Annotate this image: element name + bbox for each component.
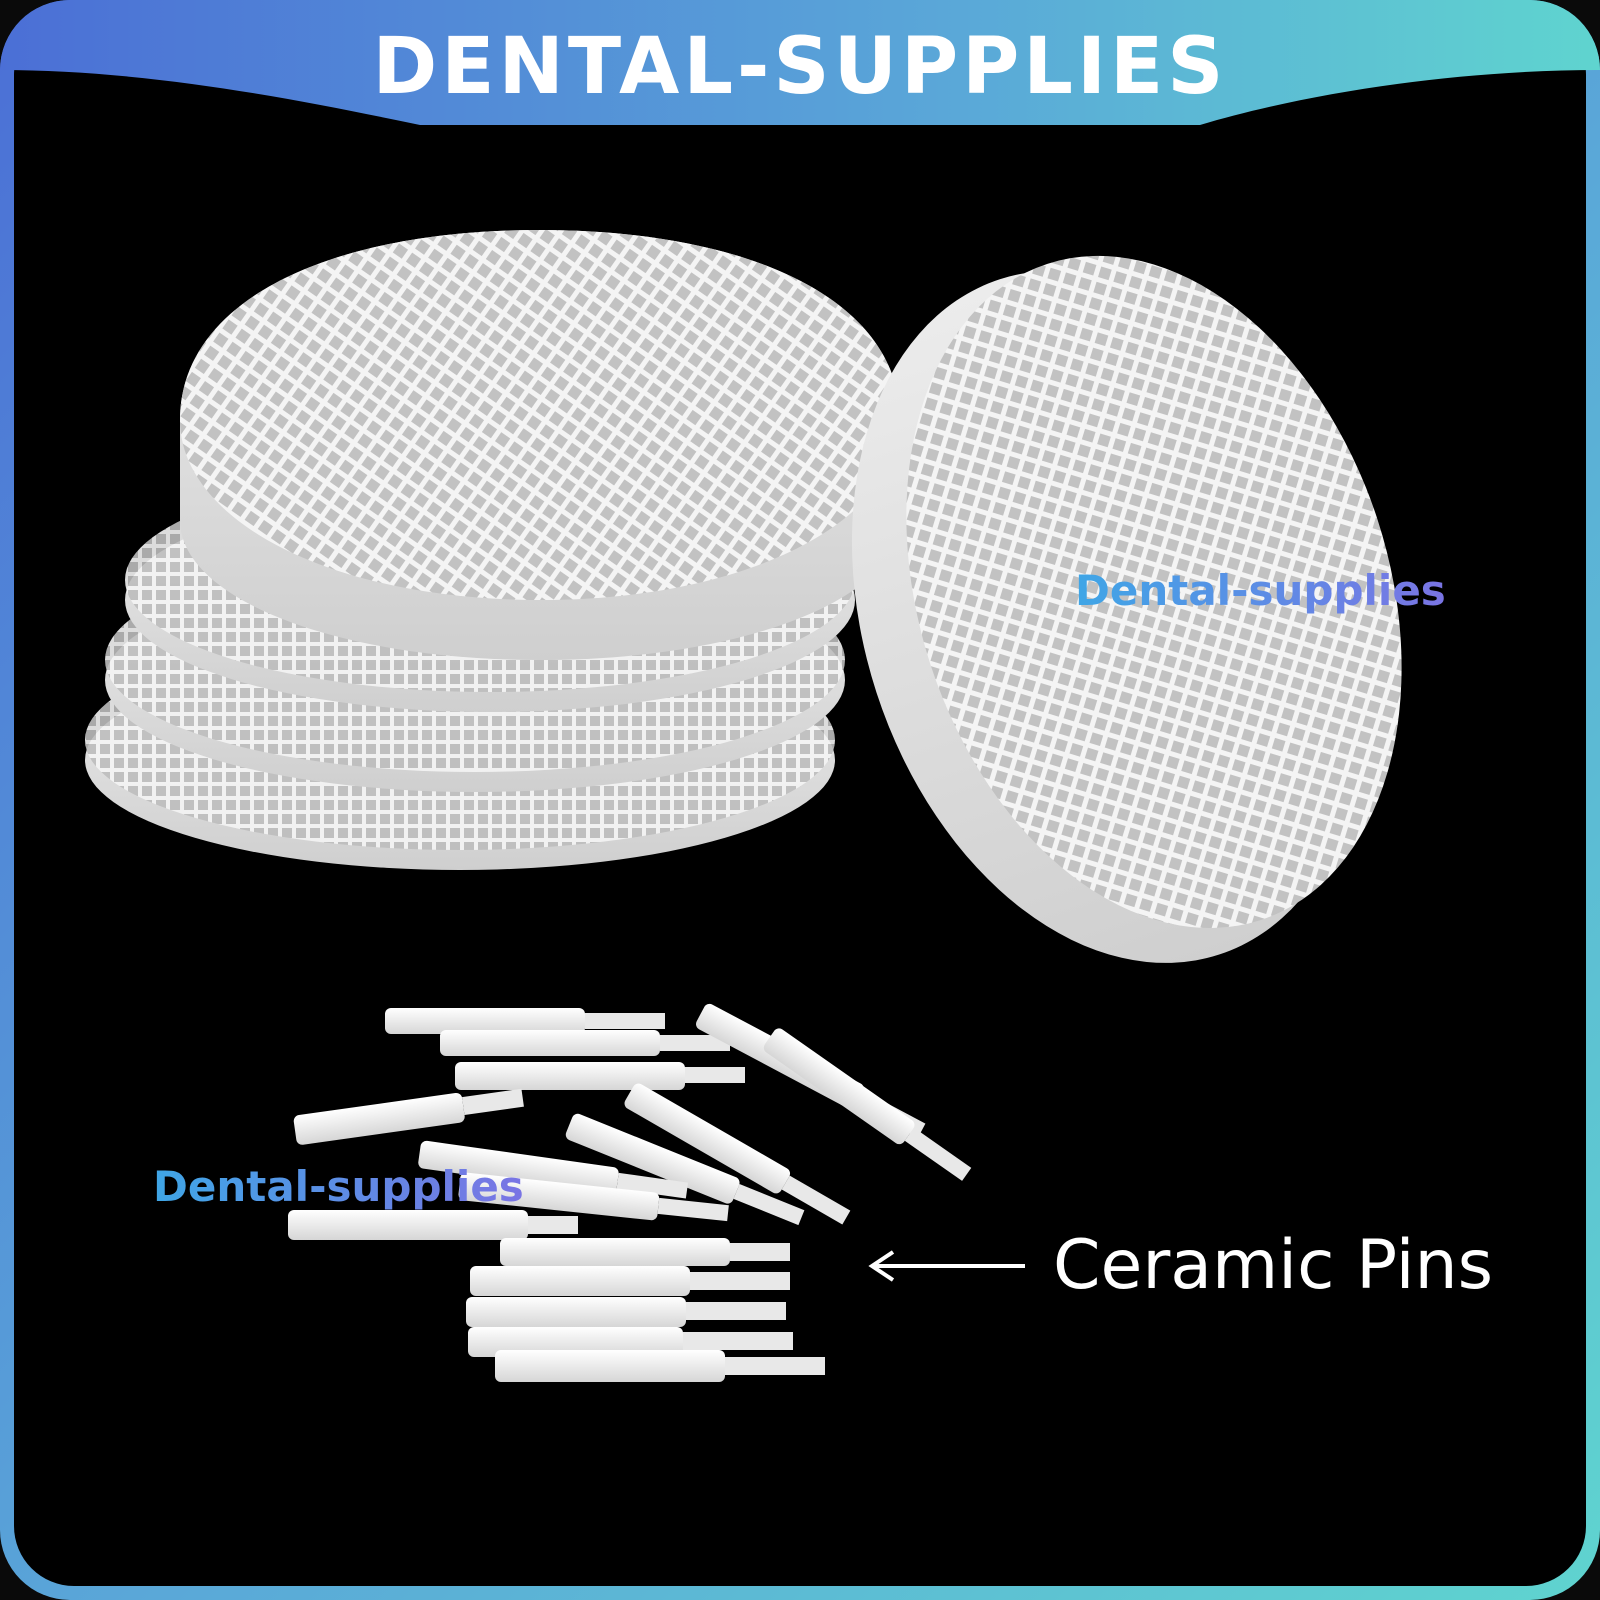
honeycomb-tray-standing [851, 255, 1402, 963]
watermark-text: Dental-supplies [153, 1162, 524, 1211]
banner-wave [0, 0, 1600, 125]
banner-title: DENTAL-SUPPLIES [372, 22, 1228, 112]
watermark-text: Dental-supplies [1075, 566, 1446, 615]
ceramic-pins [288, 1003, 972, 1382]
honeycomb-tray-stack [85, 230, 900, 870]
ceramic-pins-label: Ceramic Pins [1053, 1226, 1494, 1305]
left-arrow-icon [868, 1250, 1025, 1282]
